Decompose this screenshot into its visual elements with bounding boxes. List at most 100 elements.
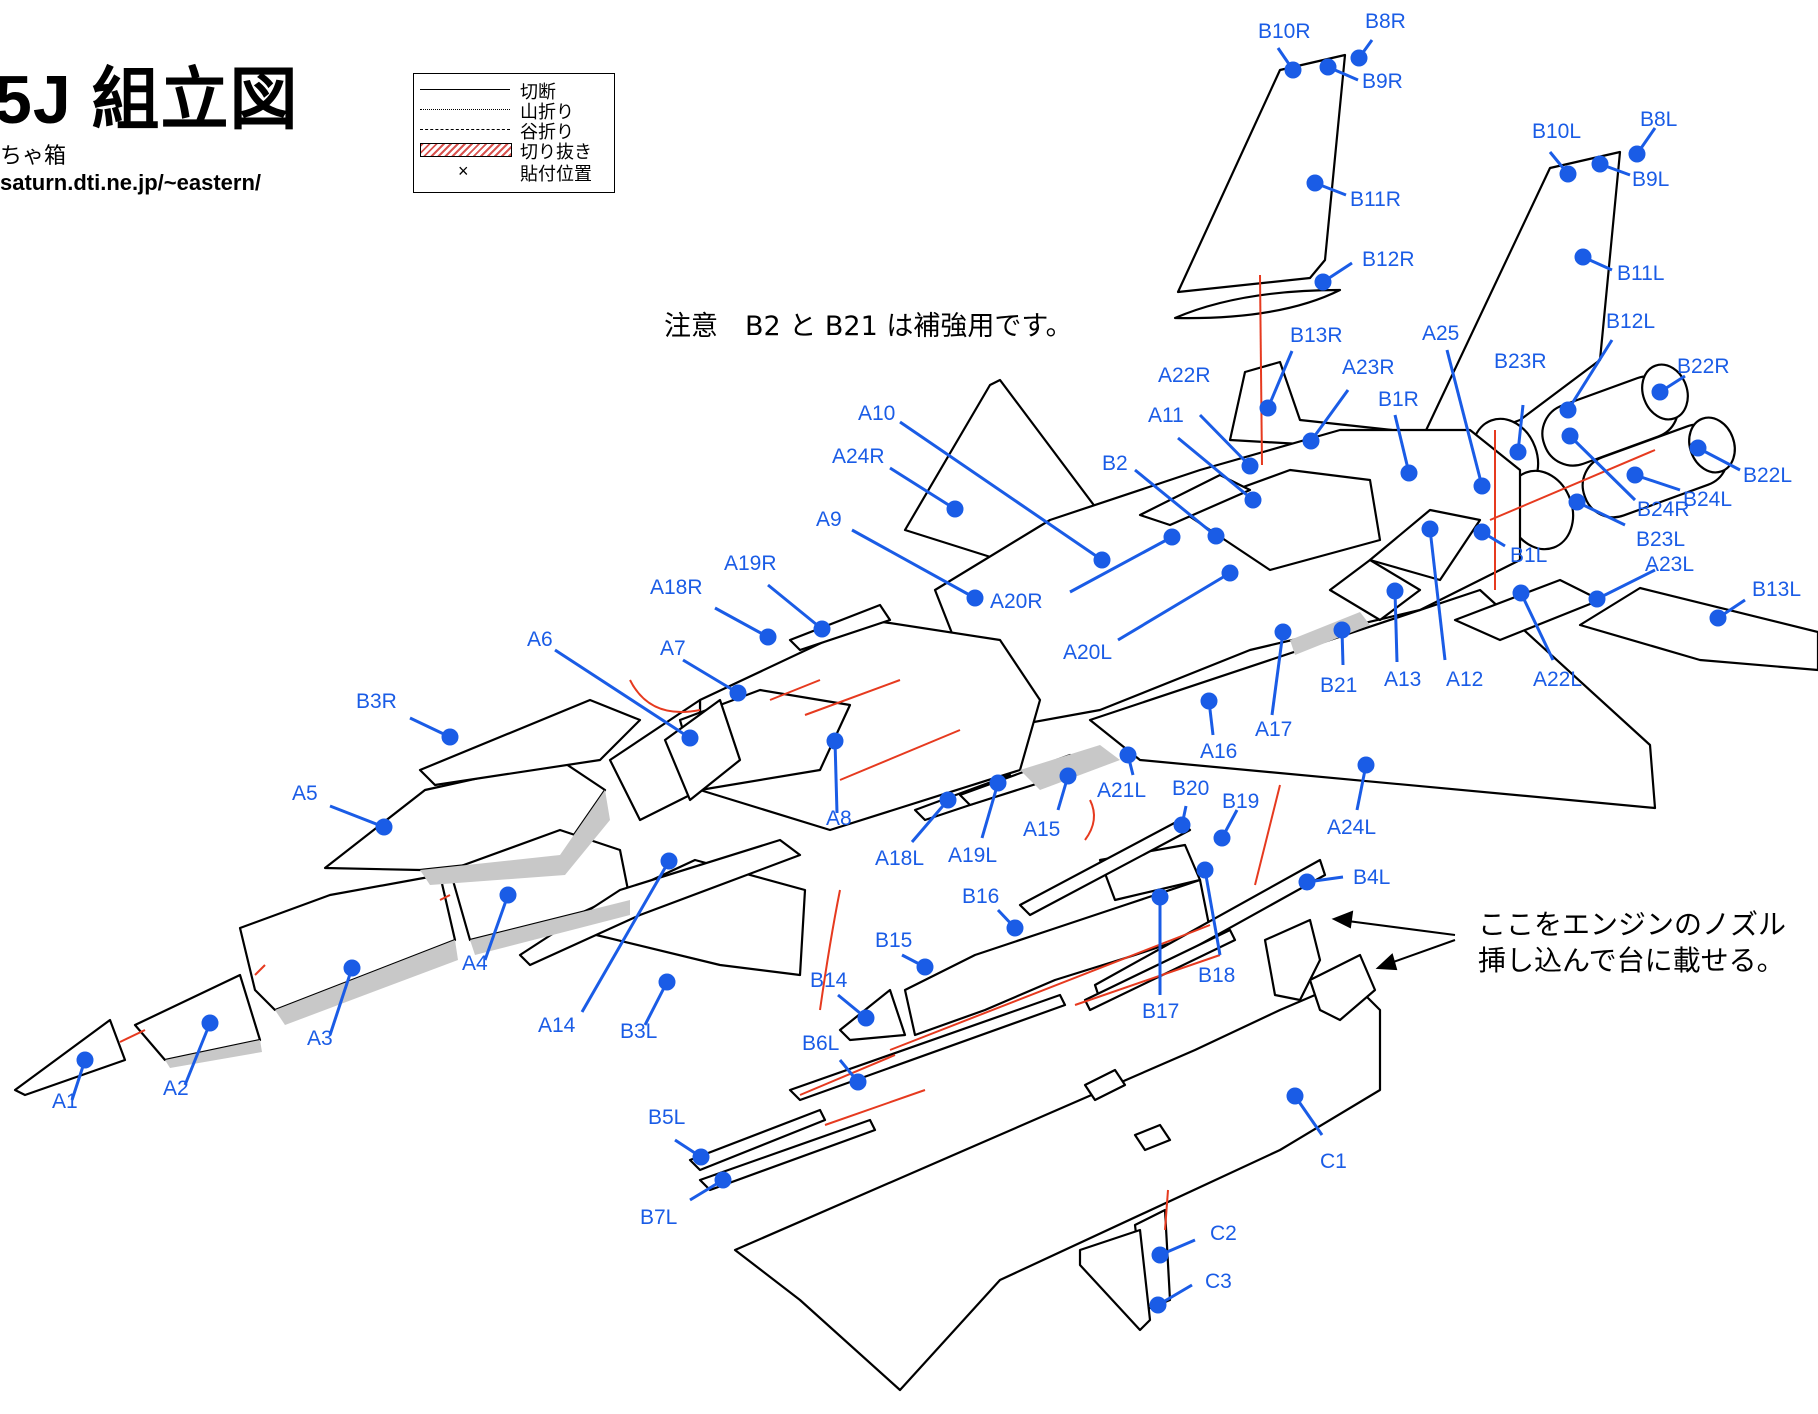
dash-dot-line-symbol — [420, 129, 510, 130]
part-label-b14: B14 — [810, 969, 848, 992]
part-label-b9r: B9R — [1362, 70, 1403, 93]
part-label-a11: A11 — [1148, 404, 1184, 427]
stand-tab-2 — [1133, 1123, 1172, 1152]
part-label-b19: B19 — [1222, 790, 1259, 813]
stabilizer-b13l — [1578, 586, 1818, 672]
part-label-b3l: B3L — [620, 1020, 657, 1043]
part-label-a12: A12 — [1446, 668, 1483, 691]
intake-block — [698, 618, 1042, 832]
stand-tab — [1083, 1068, 1127, 1102]
part-label-b21: B21 — [1320, 674, 1357, 697]
part-label-a1: A1 — [52, 1090, 78, 1113]
part-label-b9l: B9L — [1632, 168, 1669, 191]
part-label-a25: A25 — [1422, 322, 1459, 345]
hatch-symbol — [420, 143, 512, 157]
stand-slot-right — [1308, 953, 1377, 1022]
part-label-b2: B2 — [1102, 452, 1128, 475]
part-label-b12r: B12R — [1362, 248, 1415, 271]
strip-b7l — [698, 1118, 877, 1192]
stand-instruction: ここをエンジンのノズル 挿し込んで台に載せる。 — [1478, 907, 1786, 979]
part-label-b5l: B5L — [648, 1106, 685, 1129]
part-label-c3: C3 — [1205, 1270, 1232, 1293]
site-url: saturn.dti.ne.jp/~eastern/ — [0, 170, 262, 195]
part-label-a14: A14 — [538, 1014, 576, 1037]
strip-b5l — [688, 1108, 827, 1172]
vertical-tail-b11r — [1176, 53, 1347, 294]
part-label-a4: A4 — [462, 952, 488, 975]
part-label-b16: B16 — [962, 885, 999, 908]
part-label-a23l: A23L — [1645, 553, 1694, 576]
part-label-b18: B18 — [1198, 964, 1235, 987]
pointer-arrows — [1331, 910, 1456, 971]
legend-cut-out-label: 切り抜き — [520, 142, 592, 162]
shading — [165, 612, 1370, 1068]
legend-box: 切断 山折り 谷折り 切り抜き × 貼付位置 — [413, 73, 615, 193]
note-text: 注意 B2 と B21 は補強用です。 — [664, 311, 1073, 342]
part-label-b23l: B23L — [1636, 528, 1685, 551]
legend-mountain-fold-label: 山折り — [520, 102, 574, 122]
part-label-b17: B17 — [1142, 1000, 1179, 1023]
solid-line-symbol — [420, 89, 510, 90]
cowl-a22r — [1138, 473, 1252, 527]
part-label-a16: A16 — [1200, 740, 1237, 763]
fuselage-a4 — [448, 828, 632, 942]
part-label-a19r: A19R — [724, 552, 777, 575]
part-label-a8: A8 — [826, 807, 852, 830]
cross-icon: × — [458, 161, 469, 181]
part-label-b10r: B10R — [1258, 20, 1311, 43]
rail-b16 — [1018, 818, 1192, 917]
part-label-b8l: B8L — [1640, 108, 1677, 131]
part-label-a24r: A24R — [832, 445, 885, 468]
nose-tip-a1 — [13, 1018, 127, 1097]
part-label-a2: A2 — [163, 1077, 189, 1100]
part-label-a24l: A24L — [1327, 816, 1376, 839]
stand-instruction-line1: ここをエンジンのノズル — [1478, 908, 1787, 941]
part-label-b4l: B4L — [1353, 866, 1390, 889]
part-label-b7l: B7L — [640, 1206, 677, 1229]
part-label-a20r: A20R — [990, 590, 1043, 613]
part-label-b13l: B13L — [1752, 578, 1801, 601]
strake-a14 — [518, 838, 802, 967]
dotted-line-symbol — [420, 109, 510, 110]
part-label-b15: B15 — [875, 929, 912, 952]
stand-c1 — [733, 978, 1382, 1392]
part-label-b1r: B1R — [1378, 388, 1419, 411]
legend-glue-position: × 貼付位置 — [414, 161, 614, 184]
part-label-b20: B20 — [1172, 777, 1209, 800]
part-label-a7: A7 — [660, 637, 686, 660]
part-label-b11r: B11R — [1350, 188, 1401, 211]
part-label-b24l: B24L — [1683, 488, 1732, 511]
legend-valley-fold: 谷折り — [414, 120, 614, 142]
part-label-a9: A9 — [816, 508, 842, 531]
legend-cut: 切断 — [414, 80, 614, 102]
part-label-a19l: A19L — [948, 844, 997, 867]
part-label-a20l: A20L — [1063, 641, 1112, 664]
page-subtitle: ちゃ箱 — [0, 143, 67, 168]
callouts — [70, 39, 1746, 1314]
part-label-a17: A17 — [1255, 718, 1292, 741]
part-label-a15: A15 — [1023, 818, 1060, 841]
part-label-b3r: B3R — [356, 690, 397, 713]
legend-cut-out: 切り抜き — [414, 140, 614, 162]
strake-a19r — [788, 603, 892, 652]
vertical-tail-b12r — [1173, 288, 1342, 320]
part-label-b12l: B12L — [1606, 310, 1655, 333]
part-label-a5: A5 — [292, 782, 318, 805]
stand-instruction-line2: 挿し込んで台に載せる。 — [1478, 944, 1785, 977]
assembly-arrows — [119, 274, 1656, 1231]
part-label-b10l: B10L — [1532, 120, 1581, 143]
part-label-a13: A13 — [1384, 668, 1421, 691]
page-title: 5J 組立図 — [0, 62, 299, 138]
part-label-b1l: B1L — [1510, 544, 1547, 567]
support-c3 — [1078, 1228, 1152, 1332]
engine-module-a12 — [1368, 508, 1482, 582]
part-label-a18r: A18R — [650, 576, 703, 599]
part-label-a22r: A22R — [1158, 364, 1211, 387]
part-label-b24r: B24R — [1637, 498, 1690, 521]
cockpit-a6 — [663, 698, 742, 802]
part-label-a21l: A21L — [1097, 779, 1146, 802]
part-label-a23r: A23R — [1342, 356, 1395, 379]
legend-glue-position-label: 貼付位置 — [520, 164, 592, 184]
